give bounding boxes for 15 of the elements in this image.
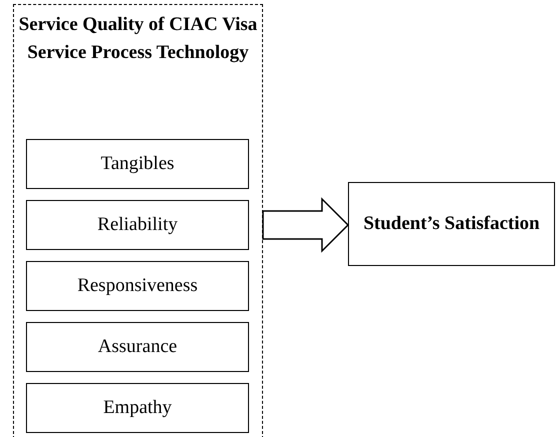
concept-box (26, 200, 249, 250)
box-label: Assurance (98, 336, 178, 358)
box-label: Responsiveness (77, 275, 198, 297)
group-frame (13, 4, 263, 437)
box-label: Student’s Satisfaction (363, 212, 540, 236)
box-label: Tangibles (100, 153, 174, 175)
concept-box (26, 383, 249, 433)
box-label: Reliability (97, 214, 178, 236)
group-title: Service Quality of CIAC Visa Service Process Technology (18, 13, 258, 65)
concept-box (348, 182, 555, 266)
concept-box (26, 139, 249, 189)
box-label: Empathy (103, 397, 172, 419)
concept-box (26, 322, 249, 372)
concept-box (26, 261, 249, 311)
block-arrow (262, 197, 350, 253)
